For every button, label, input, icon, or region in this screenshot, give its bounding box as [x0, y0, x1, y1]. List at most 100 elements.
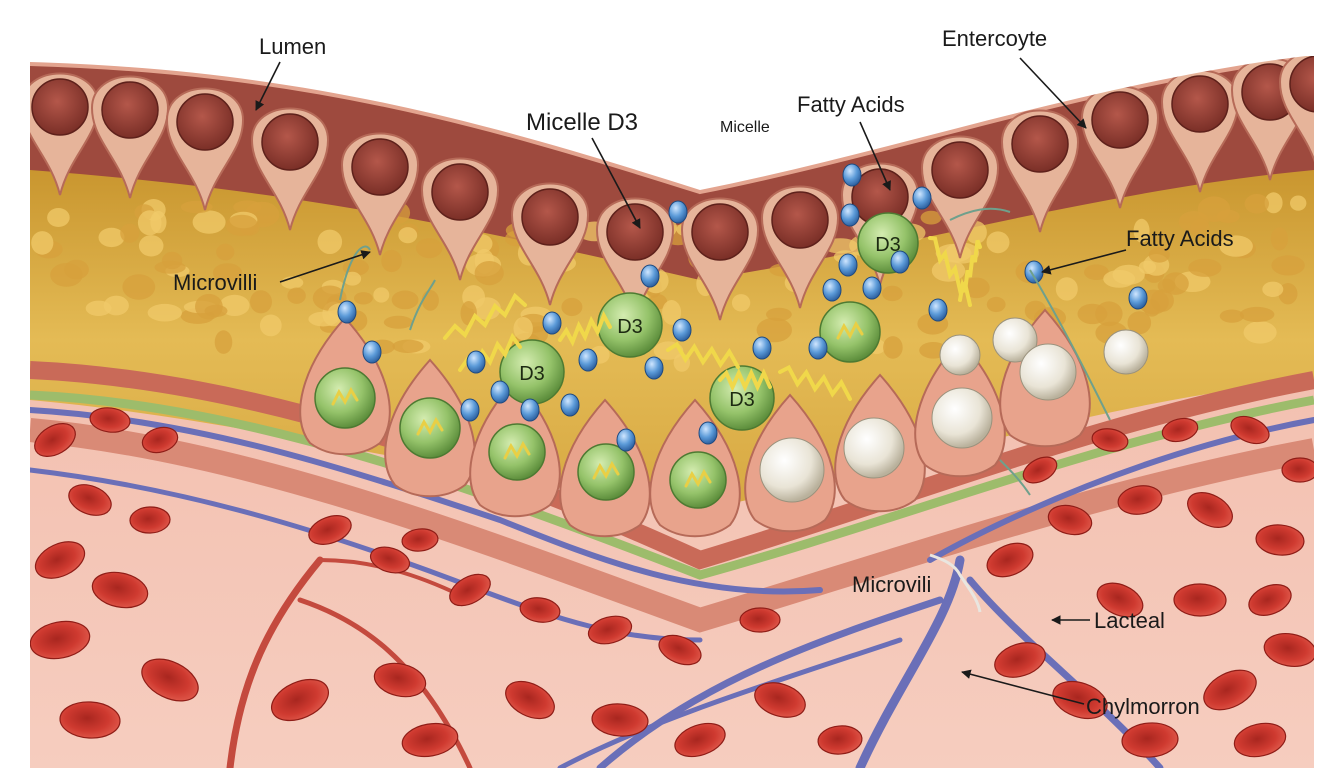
fat-cell — [1244, 194, 1270, 214]
red-blood-cell — [29, 620, 91, 660]
fatty-acid-chain — [443, 292, 527, 340]
red-blood-cell — [519, 597, 561, 623]
chylomicron — [759, 437, 825, 503]
fatty-acid-droplet — [890, 250, 910, 274]
fatty-acid-droplet — [460, 398, 480, 422]
fatty-acid-droplet — [644, 356, 664, 380]
villus-core — [691, 203, 749, 261]
leader-lines — [255, 57, 1127, 705]
fatty-acid-droplet — [822, 278, 842, 302]
red-blood-cell — [401, 722, 459, 758]
fat-cell — [1264, 192, 1283, 214]
fatty-acid-droplet — [752, 336, 772, 360]
fatty-acid-chain — [958, 239, 982, 302]
fat-cell — [216, 243, 235, 261]
red-blood-cell — [91, 571, 149, 609]
fat-cell — [259, 314, 282, 337]
fat-cell — [122, 274, 156, 300]
red-blood-cell — [1161, 417, 1199, 443]
fatty-acid-droplets — [337, 163, 1148, 452]
red-blood-cell — [1091, 428, 1129, 452]
fat-cell — [373, 287, 390, 303]
villus-core — [261, 113, 319, 171]
fat-cell — [98, 227, 125, 248]
micelle-d3-text: D3 — [519, 363, 545, 385]
fat-cell — [1219, 235, 1253, 257]
fat-cell — [287, 287, 306, 304]
fat-cell — [756, 317, 792, 343]
fat-cell — [398, 227, 418, 244]
chylomicrons — [759, 317, 1149, 503]
villus-core — [1011, 115, 1069, 173]
label-fatty-acids-top: Fatty Acids — [797, 92, 905, 117]
fat-cell — [1133, 218, 1150, 243]
chylomicron — [992, 317, 1038, 363]
fat-cell — [1084, 264, 1109, 281]
micelle — [399, 397, 461, 459]
fat-cell — [662, 300, 682, 325]
villus-core — [521, 188, 579, 246]
villus-core — [176, 93, 234, 151]
lower-membrane — [28, 418, 1317, 633]
fat-cell — [225, 214, 258, 237]
fat-cell — [474, 261, 504, 286]
chylomicron — [1103, 329, 1149, 375]
red-blood-cell — [141, 426, 179, 454]
red-blood-cell — [754, 682, 806, 718]
micelle-d3 — [597, 292, 663, 358]
fat-cell — [1148, 247, 1170, 263]
fat-cell — [250, 290, 272, 314]
red-blood-cell — [1117, 485, 1163, 515]
red-blood-cell — [591, 703, 649, 737]
fat-cell — [1178, 211, 1209, 233]
fatty-acid-droplet — [842, 163, 862, 187]
fat-cell — [883, 336, 903, 359]
microvilli-loops — [20, 49, 1344, 321]
fatty-acid-droplet — [466, 350, 486, 374]
red-blood-cell — [271, 678, 329, 722]
fat-cell — [391, 290, 419, 310]
fatty-acid-droplet — [1024, 260, 1044, 284]
fatty-acid-droplet — [672, 318, 692, 342]
red-blood-cell — [1173, 583, 1227, 617]
villus-core — [101, 81, 159, 139]
fat-cell — [963, 277, 990, 299]
fat-cell — [383, 315, 413, 329]
red-blood-cell — [129, 506, 171, 534]
micelle-chain — [836, 320, 864, 340]
fat-cell — [150, 210, 167, 234]
label-micelle: Micelle — [720, 119, 770, 136]
fat-cell — [214, 330, 233, 354]
micelle-chain — [592, 460, 620, 480]
fat-cell — [513, 317, 533, 341]
fat-cell — [1127, 311, 1152, 335]
micelle-d3-text: D3 — [617, 316, 643, 338]
fatty-acid-droplet — [362, 340, 382, 364]
fatty-acid-chain — [558, 310, 612, 347]
red-blood-cell — [1187, 492, 1233, 528]
fatty-acid-droplet — [640, 264, 660, 288]
fat-cell — [416, 238, 443, 259]
fat-cell — [204, 304, 228, 317]
villus-core — [606, 203, 664, 261]
fat-cell — [1262, 281, 1284, 297]
villus-core — [771, 191, 829, 249]
red-blood-cell — [1203, 669, 1257, 711]
fatty-acid-droplet — [578, 348, 598, 372]
micelle-chain — [503, 440, 531, 460]
red-blood-cells — [29, 407, 1319, 758]
fat-cell — [920, 210, 942, 225]
fat-cell — [1219, 309, 1244, 323]
label-micelle-d3: Micelle D3 — [526, 109, 638, 136]
fatty-acid-chain — [718, 368, 772, 392]
fat-cell — [986, 231, 1010, 254]
fat-cell — [392, 339, 424, 353]
fat-cell — [47, 208, 70, 227]
red-blood-cell — [674, 722, 726, 758]
fatty-acid-chain — [666, 341, 740, 369]
fat-cell — [120, 223, 140, 243]
fat-cell — [192, 210, 226, 234]
fatty-acid-droplet — [808, 336, 828, 360]
villus-core — [1091, 91, 1149, 149]
